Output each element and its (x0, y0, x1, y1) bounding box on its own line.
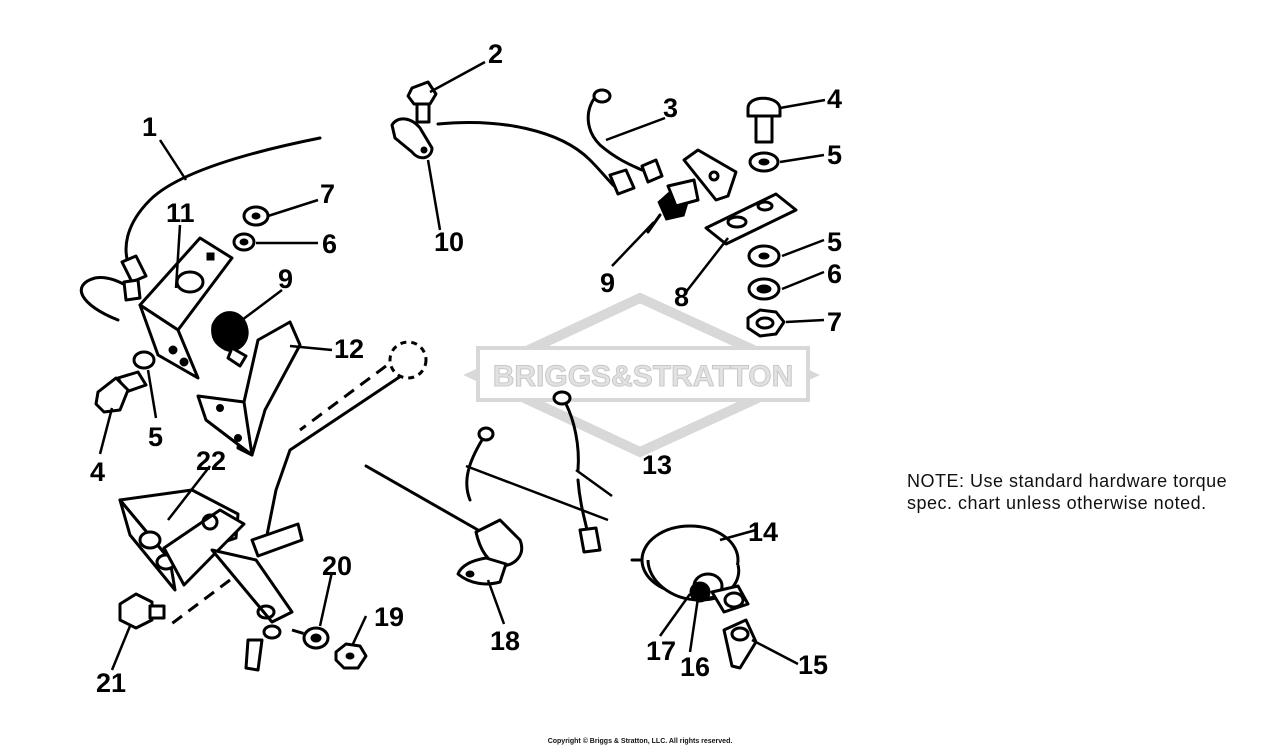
callout-12: 12 (334, 334, 364, 364)
cable (436, 121, 636, 196)
callout-5-right-bottom: 5 (827, 227, 842, 257)
callout-10: 10 (434, 227, 464, 257)
part-18-sender (364, 426, 524, 586)
part-3-wire (586, 88, 664, 184)
part-4-bolt-right (746, 96, 782, 144)
callout-11: 11 (166, 198, 195, 228)
callout-1: 1 (142, 112, 157, 142)
copyright-notice: Copyright © Briggs & Stratton, LLC. All … (547, 738, 733, 745)
callout-9-right: 9 (600, 268, 615, 298)
part-8-plate (682, 148, 798, 246)
part-lever-rod (264, 340, 428, 542)
part-1-harness (79, 136, 322, 322)
callout-numbers: 1 2 3 4 5 10 7 6 11 9 12 5 4 9 8 5 6 7 2… (90, 39, 842, 698)
callout-3: 3 (663, 93, 678, 123)
part-22-bracket (118, 488, 313, 672)
callout-21: 21 (96, 668, 126, 698)
leader-lines (98, 60, 826, 671)
part-12-mounting-bracket (196, 320, 302, 457)
part-14-ignition-switch (630, 524, 741, 603)
callout-6-right: 6 (827, 259, 842, 289)
callout-22: 22 (196, 446, 226, 476)
part-7-nut-left (242, 205, 270, 227)
callout-6-left: 6 (322, 229, 337, 259)
part-5-washer-right-bottom (747, 244, 781, 268)
callout-17: 17 (646, 636, 676, 666)
callout-9-left: 9 (278, 264, 293, 294)
part-10-clamp (390, 117, 434, 160)
part-11-bracket (138, 236, 234, 380)
callout-5-right-top: 5 (827, 140, 842, 170)
part-13-wires (552, 390, 602, 554)
torque-note: NOTE: Use standard hardware torque spec.… (907, 471, 1228, 513)
part-15-key (710, 584, 758, 670)
part-6-washer-left (232, 232, 256, 252)
callout-4-left: 4 (90, 457, 105, 487)
watermark-text: BRIGGS&STRATTON (493, 360, 794, 393)
callout-5-left: 5 (148, 422, 163, 452)
callout-7-right: 7 (827, 307, 842, 337)
brand-watermark: BRIGGS&STRATTON (463, 292, 821, 458)
part-19-nut (334, 642, 368, 670)
callout-15: 15 (798, 650, 828, 680)
callout-8: 8 (674, 282, 689, 312)
callout-19: 19 (374, 602, 404, 632)
callout-7-left: 7 (320, 179, 335, 209)
part-6-washer-right (747, 277, 781, 301)
part-7-nut-right (746, 308, 786, 338)
part-21-bolt (118, 592, 166, 630)
callout-20: 20 (322, 551, 352, 581)
callout-16: 16 (680, 652, 710, 682)
part-5-washer-right-top (748, 151, 780, 173)
callout-14: 14 (748, 517, 778, 547)
part-2-bolt (406, 80, 438, 124)
part-9-switch-right (646, 178, 700, 234)
callout-4-right: 4 (827, 84, 842, 114)
part-5-washer-left (132, 350, 156, 370)
part-4-bolt-left (94, 370, 148, 414)
callout-18: 18 (490, 626, 520, 656)
part-9-switch-left (211, 311, 249, 368)
part-20-washer (302, 626, 330, 650)
callout-2: 2 (488, 39, 503, 69)
callout-13: 13 (642, 450, 672, 480)
